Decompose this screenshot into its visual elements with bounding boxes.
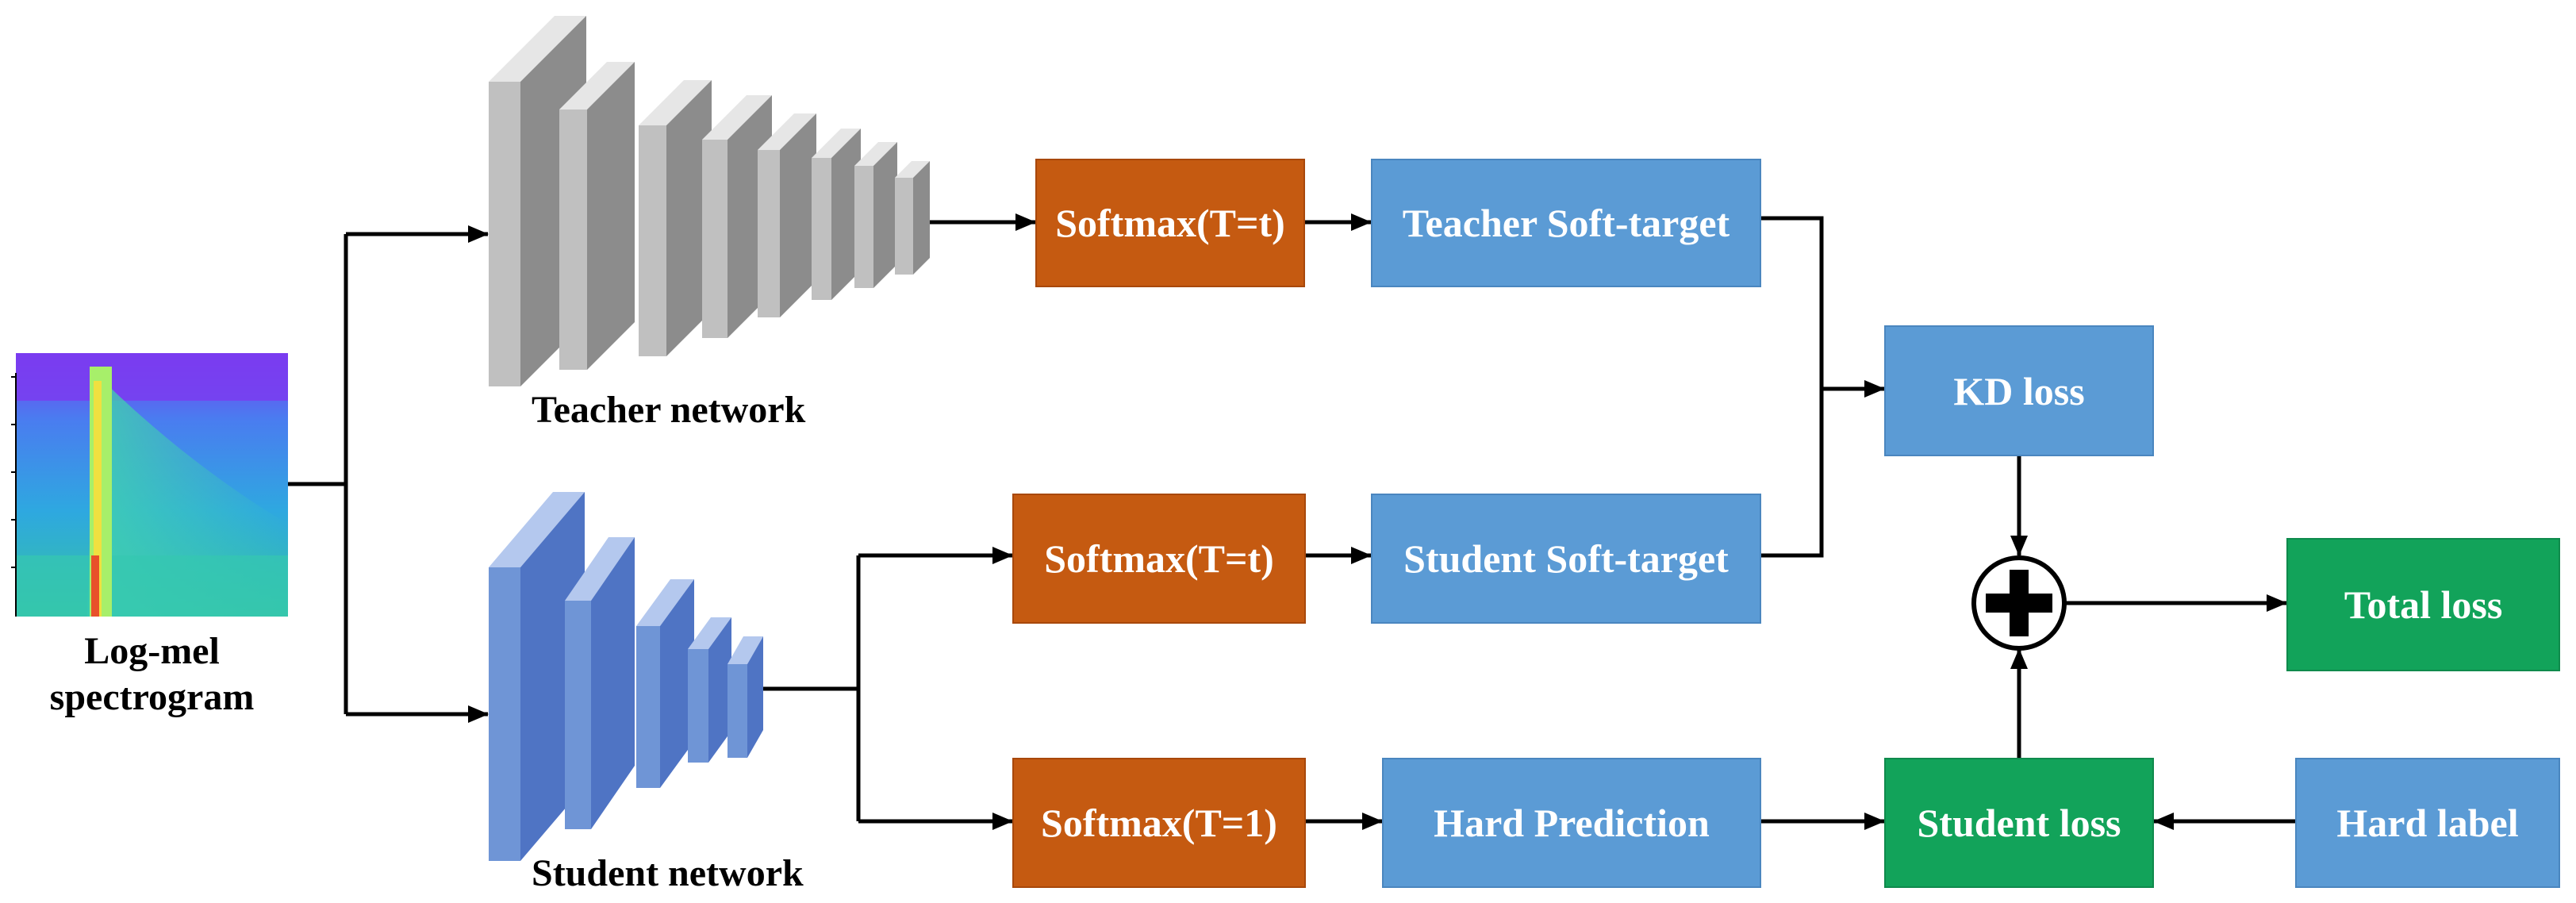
hard-prediction-box: Hard Prediction [1382, 758, 1761, 888]
softmax-student-1-box: Softmax(T=1) [1012, 758, 1306, 888]
total-loss-box: Total loss [2286, 538, 2560, 671]
softmax-teacher-box: Softmax(T=t) [1035, 159, 1305, 287]
input-label-line2: spectrogram [49, 676, 255, 718]
student-loss-box: Student loss [1884, 758, 2154, 888]
hard-label-box: Hard label [2295, 758, 2560, 888]
student-soft-target-box: Student Soft-target [1371, 494, 1761, 624]
softmax-student-t-box: Softmax(T=t) [1012, 494, 1306, 624]
input-label: Log-mel spectrogram [16, 628, 288, 720]
plus-circle-icon [1971, 555, 2067, 651]
student-network-layers [489, 492, 763, 861]
teacher-soft-target-box: Teacher Soft-target [1371, 159, 1761, 287]
connectors [288, 213, 2295, 830]
teacher-network-label: Teacher network [532, 389, 806, 431]
kd-loss-box: KD loss [1884, 325, 2154, 456]
teacher-network-layers [489, 16, 930, 386]
spectrogram-image [11, 353, 288, 617]
student-network-label: Student network [532, 852, 804, 894]
input-label-line1: Log-mel [84, 630, 220, 672]
